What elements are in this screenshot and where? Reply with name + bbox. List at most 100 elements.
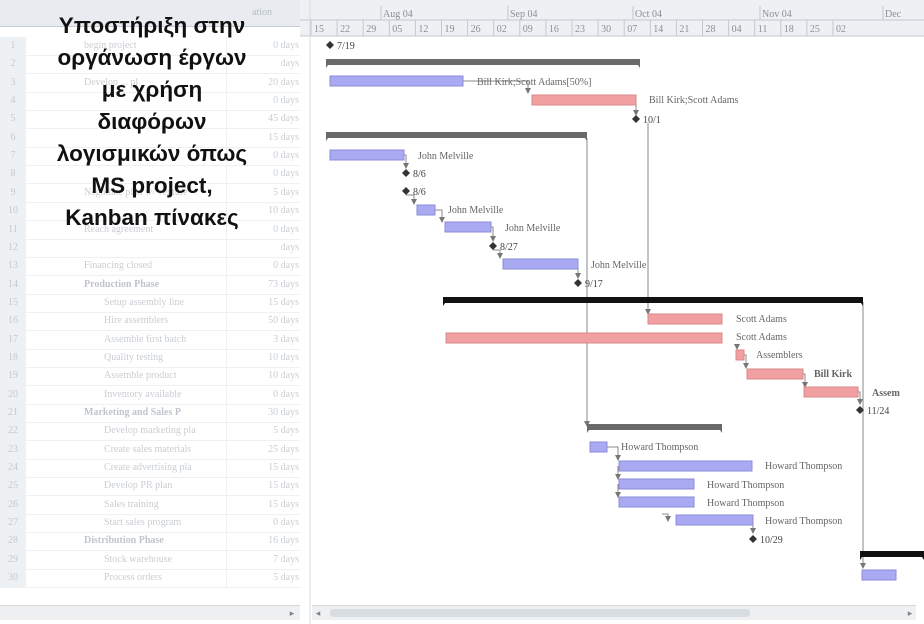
task-bar[interactable] [445, 332, 723, 344]
task-name[interactable]: Sales training [104, 498, 159, 510]
task-duration[interactable]: 0 days [226, 92, 299, 111]
task-duration[interactable]: 30 days [226, 404, 299, 422]
task-name[interactable]: Financing closed [84, 260, 153, 272]
task-name[interactable]: Process orders [104, 572, 163, 584]
task-duration[interactable]: 15 days [226, 128, 299, 147]
task-duration[interactable]: 15 days [226, 477, 299, 496]
task-duration[interactable]: 15 days [226, 459, 299, 478]
summary-bar[interactable] [860, 551, 924, 557]
task-name[interactable] [84, 239, 224, 257]
task-duration[interactable]: 0 days [226, 220, 299, 239]
task-bar[interactable] [329, 75, 464, 87]
scroll-right-icon[interactable]: ▸ [907, 608, 913, 618]
task-name[interactable]: Distribution Phase [84, 535, 164, 547]
task-duration[interactable]: 0 days [226, 165, 299, 184]
task-duration[interactable]: days [226, 55, 299, 74]
scroll-left-icon[interactable]: ◂ [315, 608, 321, 618]
task-bar[interactable] [746, 368, 804, 380]
task-name[interactable]: Develop marketing pla [104, 425, 196, 437]
task-name[interactable]: Reach agreement [84, 223, 154, 235]
task-duration[interactable]: 5 days [226, 569, 299, 588]
summary-bar[interactable] [443, 297, 863, 303]
task-bar[interactable] [531, 94, 637, 106]
task-bar[interactable] [618, 496, 695, 508]
task-name[interactable]: Quality testing [104, 351, 164, 363]
scroll-right-icon[interactable]: ▸ [289, 608, 295, 618]
task-bar[interactable] [803, 386, 859, 398]
task-bar[interactable] [735, 349, 745, 361]
task-name[interactable]: Assemble product [104, 370, 177, 382]
task-duration[interactable]: 15 days [226, 495, 299, 514]
task-duration[interactable]: 25 days [226, 440, 299, 459]
task-duration[interactable]: 0 days [226, 257, 299, 276]
task-duration[interactable]: 10 days [226, 367, 299, 386]
gantt-scrollbar[interactable]: ◂ ▸ [312, 605, 916, 620]
task-name[interactable]: Develop ... pl [84, 76, 139, 88]
task-duration[interactable]: 50 days [226, 312, 299, 331]
task-name[interactable]: Negotiate plan w/ venture [84, 186, 188, 198]
duration-column-header[interactable]: ation [252, 7, 272, 18]
task-bar[interactable] [416, 204, 436, 216]
task-name[interactable]: Assemble first batch [104, 333, 187, 345]
task-name[interactable]: Start sales program [104, 517, 182, 529]
task-duration[interactable]: 3 days [226, 330, 299, 349]
task-duration[interactable]: 0 days [226, 147, 299, 166]
task-name[interactable]: Marketing and Sales P [84, 407, 181, 418]
task-name[interactable]: Hire assemblers [104, 315, 169, 327]
task-table-scrollbar[interactable]: ▸ [0, 605, 300, 620]
task-name[interactable]: Create advertising pla [104, 462, 192, 474]
task-name[interactable]: Create sales materials [104, 443, 192, 455]
task-bar[interactable] [502, 258, 579, 270]
task-name[interactable]: Stock warehouse [104, 553, 173, 565]
task-duration[interactable]: 0 days [226, 385, 299, 404]
task-name[interactable]: Develop PR plan [104, 480, 173, 492]
task-duration[interactable]: 7 days [226, 550, 299, 569]
task-duration[interactable]: 10 days [226, 202, 299, 221]
task-name[interactable]: Production Phase [84, 278, 160, 290]
task-duration[interactable]: 0 days [226, 514, 299, 533]
task-name[interactable]: begin project [84, 40, 137, 51]
task-duration[interactable]: 20 days [226, 73, 299, 92]
summary-bar[interactable] [587, 424, 722, 430]
scrollbar-thumb[interactable] [330, 609, 750, 617]
task-bar[interactable] [647, 313, 723, 325]
task-name[interactable]: Setup assembly line [104, 296, 184, 308]
task-bar[interactable] [618, 460, 753, 472]
task-bar[interactable] [618, 478, 695, 490]
task-bar[interactable] [329, 149, 405, 161]
task-bar[interactable] [675, 514, 754, 526]
task-duration[interactable]: 0 days [226, 37, 299, 55]
task-duration[interactable]: days [226, 238, 299, 257]
task-duration[interactable]: 73 days [226, 275, 299, 294]
task-bar[interactable] [589, 441, 608, 453]
task-duration[interactable]: 5 days [226, 422, 299, 441]
